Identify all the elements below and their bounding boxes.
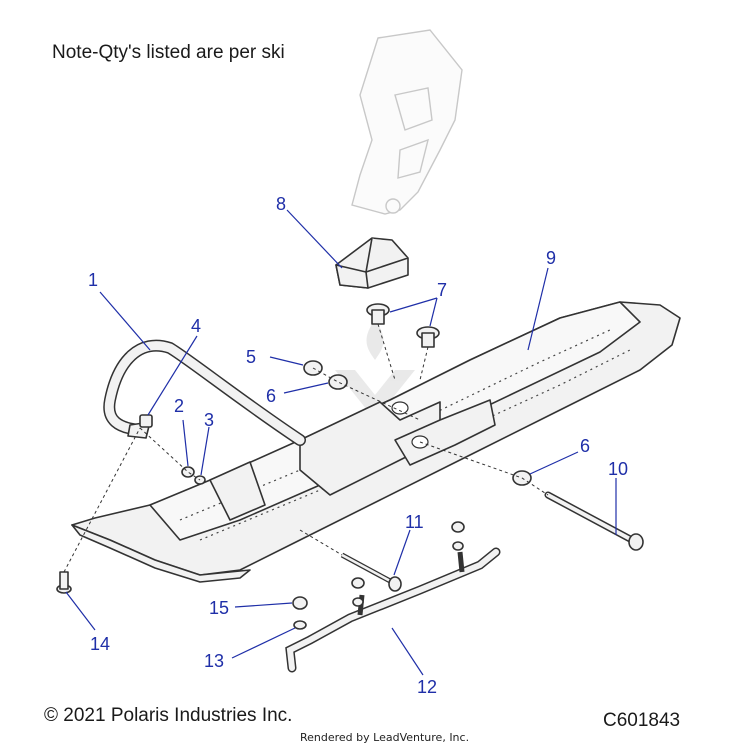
callout-10[interactable]: 10 [608, 459, 629, 479]
part-6-washers [328, 374, 532, 486]
part-4-spacer [139, 414, 153, 428]
part-9-ski [71, 301, 681, 583]
part-13-washers [293, 541, 464, 630]
part-10-bolt [544, 491, 644, 551]
diagram-note: Note-Qty's listed are per ski [52, 42, 285, 63]
callout-9[interactable]: 9 [546, 248, 557, 268]
callout-8[interactable]: 8 [276, 194, 287, 214]
leadventure-watermark [335, 320, 415, 420]
part-12-carbide [285, 547, 501, 673]
callout-15[interactable]: 15 [209, 598, 230, 618]
part-8-saddle [335, 237, 409, 289]
part-7-bushings [366, 303, 440, 348]
part-2-nut [181, 466, 195, 478]
leader-lines [65, 209, 617, 676]
callout-12[interactable]: 12 [417, 677, 438, 697]
copyright-text: © 2021 Polaris Industries Inc. [44, 705, 293, 726]
part-15-nuts [292, 521, 465, 610]
assembly-lines [63, 323, 549, 573]
callout-11[interactable]: 11 [405, 512, 424, 532]
callout-14[interactable]: 14 [90, 634, 111, 654]
callout-4[interactable]: 4 [191, 316, 202, 336]
part-11-bolt [340, 552, 402, 592]
callout-2[interactable]: 2 [174, 396, 185, 416]
rendered-by-credit: Rendered by LeadVenture, Inc. [300, 731, 470, 744]
callout-6b[interactable]: 6 [580, 436, 591, 456]
callout-13[interactable]: 13 [204, 651, 225, 671]
callout-7[interactable]: 7 [437, 280, 448, 300]
diagram-code: C601843 [603, 710, 681, 731]
part-14-rivet [56, 571, 72, 594]
callout-5[interactable]: 5 [246, 347, 257, 367]
callout-1[interactable]: 1 [88, 270, 99, 290]
callout-6a[interactable]: 6 [266, 386, 277, 406]
spindle-ghost [351, 29, 463, 215]
callout-3[interactable]: 3 [204, 410, 215, 430]
